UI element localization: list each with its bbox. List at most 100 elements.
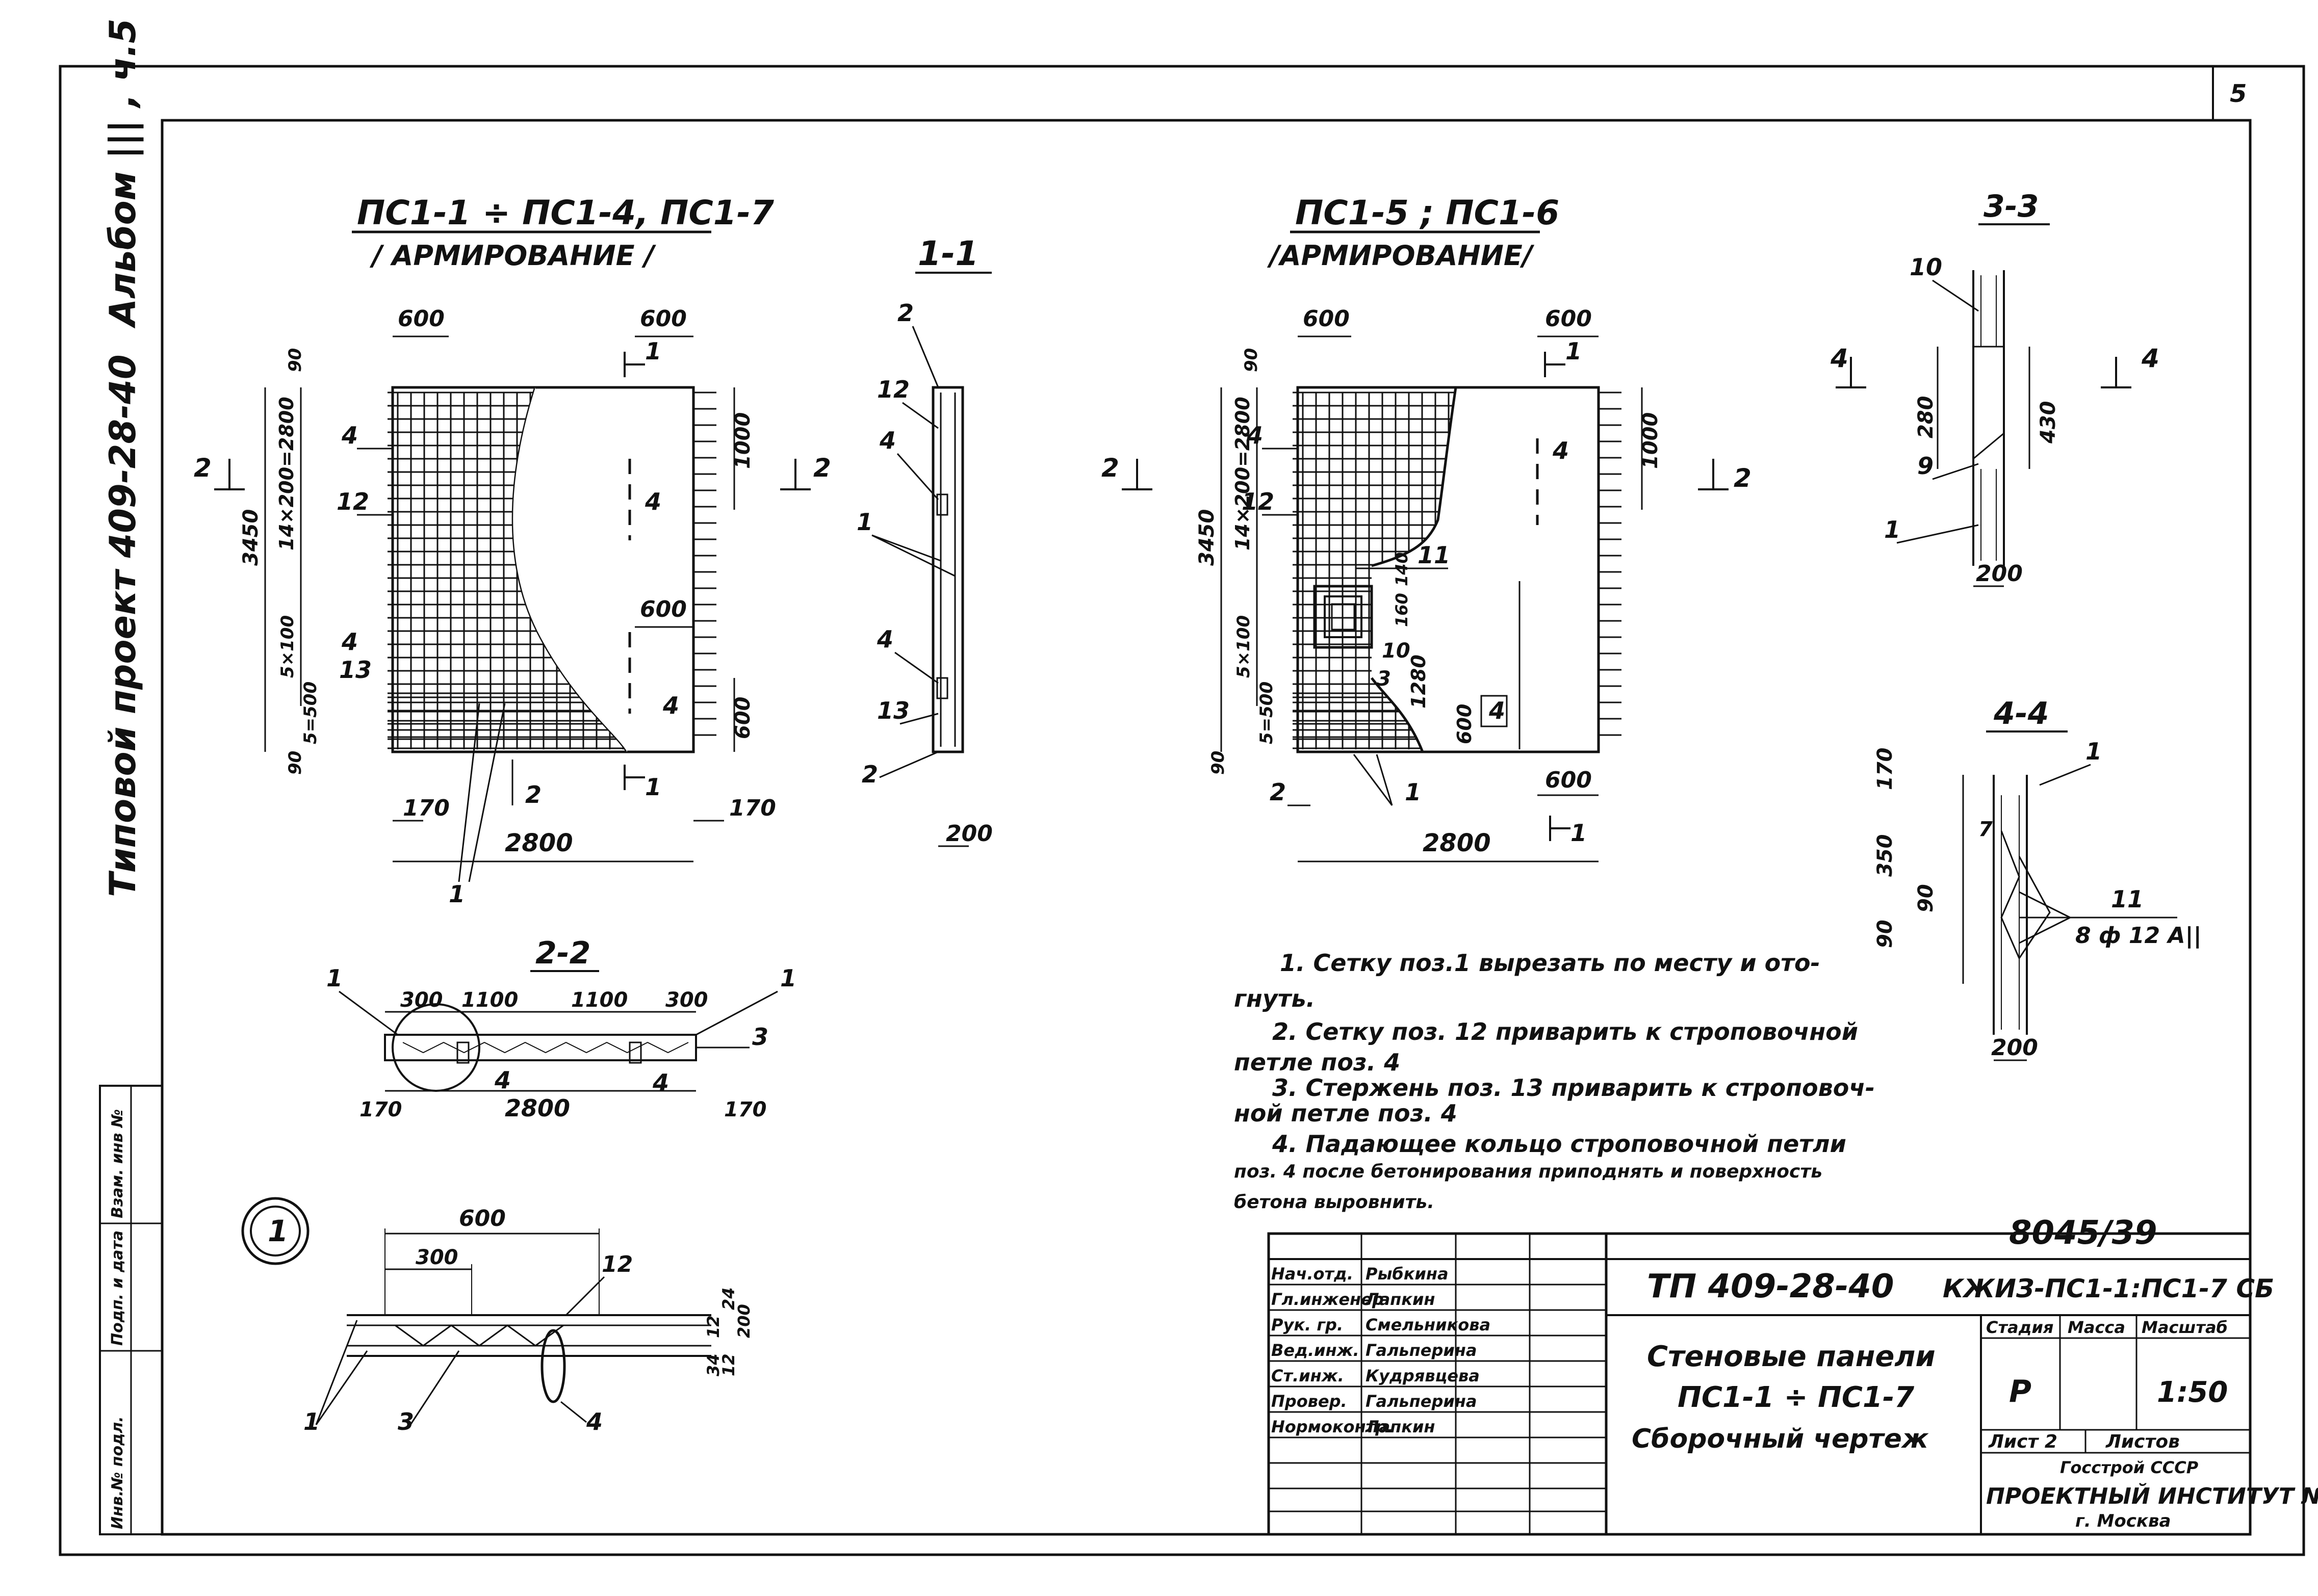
tb-title-line-2: ПС1-1 ÷ ПС1-7 [1678,1381,1914,1414]
view5-dim-200: 200 [1991,1035,2038,1061]
tb-name: Гальперина [1366,1392,1477,1411]
view3-dim-5x100: 5×100 [1233,615,1254,678]
view6-dim-170a: 170 [359,1098,402,1121]
view3-callout-12: 12 [1242,488,1274,515]
view3-dim-top-right: 600 [1545,306,1592,332]
view4-dim-200: 200 [1976,561,2023,587]
view1-callout-13: 13 [339,656,372,684]
view1-callout-4b: 4 [341,628,358,656]
tb-title-line-1: Стеновые панели [1647,1340,1936,1373]
tb-name: Лапкин [1365,1417,1435,1436]
view2-dim-200: 200 [946,821,993,847]
detail-dim-12b: 12 [719,1353,738,1376]
tb-scale-value: 1:50 [2157,1376,2228,1409]
view3-section-1-bottom: 1 [1570,819,1587,847]
tb-title-line-3: Сборочный чертеж [1632,1424,1929,1454]
note-line-1: 1. Сетку поз.1 вырезать по месту и ото- [1280,949,1820,977]
view4-dim-430: 430 [2037,401,2060,444]
sheet-frame: 5 [59,65,2305,1556]
view6-title: 2-2 [535,935,590,971]
stamp-inv-label: Инв.№ подл. [109,1416,126,1529]
view-section-3-3: 3-3 280 430 200 10 9 1 4 4 [1830,189,2159,587]
view1-dim-1000: 1000 [731,412,755,469]
view1-dim-14x200: 14×200=2800 [275,397,298,551]
view1-callout-2: 2 [525,781,542,808]
view3-dim-140: 140 [1392,552,1411,586]
view4-callout-10: 10 [1910,253,1942,281]
page-number: 5 [2230,80,2247,108]
view1-dim-600v: 600 [731,697,755,740]
view4-section-4-right: 4 [2141,344,2159,373]
view6-dim-1100b: 1100 [571,988,628,1012]
view3-dim-2800: 2800 [1423,829,1491,857]
view-section-1-1: 1-1 200 2 12 4 1 4 13 2 [857,234,993,847]
tb-role: Ст.инж. [1271,1366,1344,1385]
detail-dim-12: 12 [704,1315,723,1338]
tb-org-line-3: г. Москва [2075,1511,2171,1531]
view-ps1-5-reinforcement: ПС1-5 ; ПС1-6 /АРМИРОВАНИЕ/ 600 600 600 … [1101,193,1752,862]
view3-title: ПС1-5 ; ПС1-6 [1295,193,1559,232]
note-line-9: бетона выровнить. [1234,1192,1434,1213]
view3-dim-3450: 3450 [1195,509,1219,566]
view3-callout-4a: 4 [1246,422,1263,449]
view3-dim-14x200: 14×200=2800 [1231,397,1254,551]
stamp-replace-label: Взам. инв № [109,1109,126,1218]
view-section-2-2: 2-2 300 1100 1100 300 2800 170 170 1 1 3… [326,935,796,1122]
tb-org-line-1: Госстрой СССР [2060,1458,2199,1477]
view6-callout-4b: 4 [652,1069,669,1096]
view3-callout-1: 1 [1405,778,1421,806]
tb-name: Рыбкина [1366,1264,1449,1284]
view3-section-2-right: 2 [1734,463,1752,493]
view6-dim-170b: 170 [724,1098,767,1121]
view3-opening [1313,585,1373,649]
view6-callout-1b: 1 [780,964,796,992]
view6-dim-300a: 300 [400,988,443,1012]
view1-right-ticks [693,391,716,736]
view-section-4-4: 4-4 170 350 90 90 200 1 7 11 8 ф 12 А|| [1873,696,2202,1061]
view1-dim-5x100: 5×100 [277,615,298,678]
side-album-label: Альбом ||| , ч.5 [102,18,144,329]
tb-role: Рук. гр. [1271,1315,1343,1335]
view3-callout-4b: 4 [1552,437,1569,464]
view6-callout-3: 3 [752,1023,768,1051]
detail-callout-12: 12 [602,1251,633,1277]
view6-section-outline [384,1034,697,1061]
view4-callout-9: 9 [1917,452,1934,480]
view5-dim-350: 350 [1873,834,1897,877]
tb-role: Провер. [1271,1392,1347,1411]
view6-dim-300b: 300 [665,988,708,1012]
tb-name: Гальперина [1366,1341,1477,1360]
view1-dim-5x500: 5=500 [300,682,321,744]
detail-dim-24: 24 [719,1287,738,1310]
view4-section-4-left: 4 [1830,344,1848,373]
view1-callout-12: 12 [337,488,369,515]
view6-dim-2800: 2800 [505,1094,570,1122]
view2-callout-2b: 2 [862,761,878,788]
view1-section-2-right: 2 [813,453,831,483]
view1-dim-2800: 2800 [505,829,573,857]
view2-title: 1-1 [918,234,978,273]
view3-dim-1280: 1280 [1407,655,1430,709]
view1-dim-top-right: 600 [640,306,687,332]
view5-dim-90b: 90 [1873,920,1897,948]
view1-callout-4d: 4 [662,692,679,719]
view3-callout-2: 2 [1270,778,1286,806]
note-line-2: гнуть. [1234,985,1315,1012]
view3-dim-top-left: 600 [1303,306,1350,332]
note-line-5: 3. Стержень поз. 13 приварить к стропово… [1272,1074,1875,1102]
view1-dim-3450: 3450 [239,509,263,566]
note-line-4: петле поз. 4 [1234,1049,1400,1076]
view3-dim-600: 600 [1453,704,1476,744]
note-line-6: ной петле поз. 4 [1234,1100,1457,1127]
view1-callout-4a: 4 [341,422,358,449]
stamp-sign-label: Подп. и дата [109,1231,126,1346]
tb-org-line-2: ПРОЕКТНЫЙ ИНСТИТУТ №2 [1986,1482,2318,1509]
tb-mass-header: Масса [2068,1318,2125,1337]
view2-section-outline [932,386,964,753]
view3-callout-10: 10 [1382,639,1410,663]
view3-right-ticks [1599,391,1621,736]
view4-dim-280: 280 [1914,396,1938,439]
tb-drawing-code: КЖИЗ-ПС1-1:ПС1-7 СБ [1943,1274,2274,1303]
view3-dim-90b: 90 [1208,751,1228,775]
